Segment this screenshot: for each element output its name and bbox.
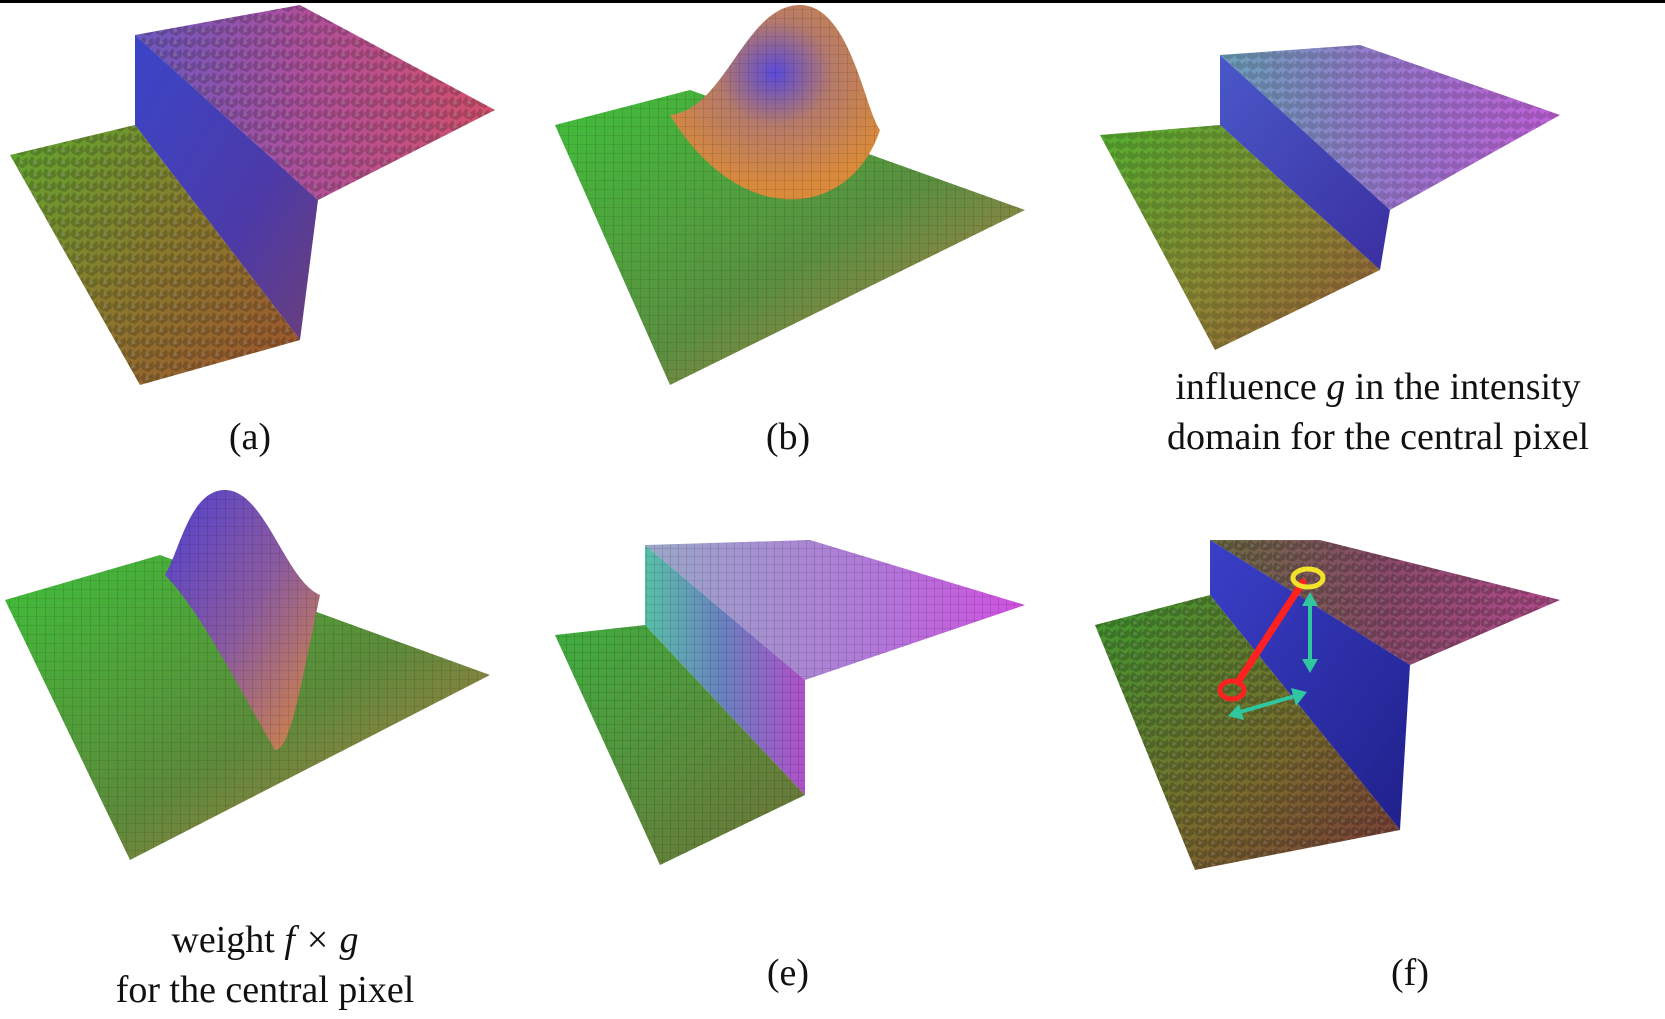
panel-e-filtered-step-surface — [555, 540, 1025, 865]
panel-f-vertical-teal-arrow — [1302, 592, 1318, 673]
panel-c-caption-line1: influence g in the intensity — [1175, 366, 1581, 408]
panel-a-noisy-step-surface — [10, 5, 495, 385]
panel-b-gaussian-surface — [555, 5, 1025, 385]
panel-f-yellow-ring — [1290, 566, 1326, 590]
panel-f-step-wall — [1210, 540, 1410, 830]
panel-f-horizontal-teal-arrow — [1228, 688, 1307, 720]
panel-d-weight-surface — [5, 490, 490, 860]
panel-f-red-ring — [1217, 678, 1247, 702]
panel-c-caption: influence g in the intensity domain for … — [1098, 362, 1658, 462]
panel-c-step-wall — [1220, 55, 1390, 270]
panel-c-caption-line2: domain for the central pixel — [1166, 416, 1590, 458]
panel-a-caption: (a) — [228, 416, 272, 458]
panel-f-distance-illustration — [1095, 540, 1560, 870]
panel-d-caption-line1: weight f × g — [171, 919, 359, 961]
panel-e-caption: (e) — [766, 952, 810, 994]
panel-a-step-wall — [135, 35, 318, 340]
panel-b-caption: (b) — [765, 416, 811, 458]
panel-d-caption-line2: for the central pixel — [115, 969, 415, 1011]
panel-d-caption: weight f × g for the central pixel — [40, 915, 490, 1015]
panel-c-intensity-influence-surface — [1100, 45, 1560, 350]
panel-f-caption: (f) — [1391, 952, 1429, 994]
top-border-line — [0, 0, 1665, 3]
panel-f-red-arrow — [1234, 578, 1307, 686]
